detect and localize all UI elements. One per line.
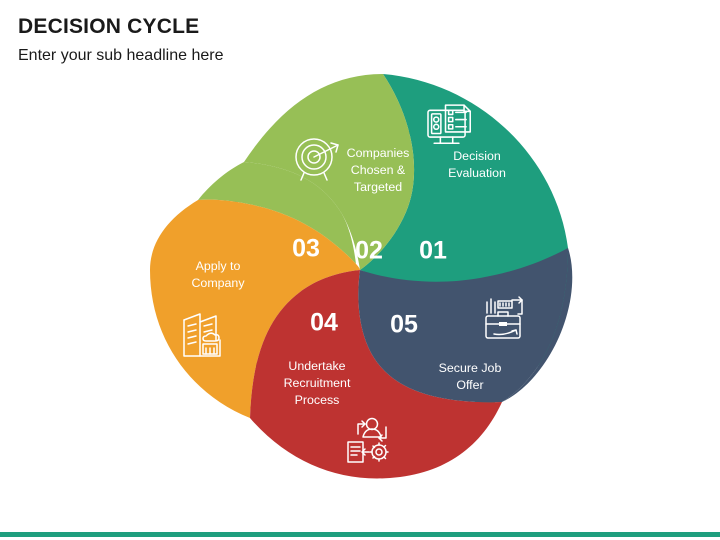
segment-04-label-line2: Recruitment bbox=[284, 376, 351, 390]
segment-05[interactable]: Secure Job Offer 05 bbox=[358, 248, 573, 403]
segment-03-shape[interactable] bbox=[150, 199, 360, 418]
segment-02-number: 02 bbox=[355, 237, 383, 265]
segment-05-label-line1: Secure Job bbox=[439, 361, 502, 375]
segment-02-shape[interactable] bbox=[244, 74, 415, 270]
segment-02[interactable]: Companies Chosen & Targeted 02 bbox=[198, 74, 415, 270]
segment-04-number: 04 bbox=[310, 309, 338, 337]
cycle-svg: Decision Evaluation 01 Companies Chosen … bbox=[150, 74, 573, 479]
segment-05-number: 05 bbox=[390, 311, 418, 339]
segment-04-label-line1: Undertake bbox=[288, 359, 345, 373]
segment-05-shape-tail[interactable] bbox=[502, 248, 573, 402]
segment-04[interactable]: Undertake Recruitment Process 04 bbox=[250, 270, 502, 479]
segment-02-label-line1: Companies bbox=[347, 146, 410, 160]
segment-04-shape[interactable] bbox=[250, 270, 502, 479]
slide-header: DECISION CYCLE Enter your sub headline h… bbox=[18, 14, 578, 65]
segment-03-number: 03 bbox=[292, 235, 320, 263]
segment-02-label-line2: Chosen & bbox=[351, 163, 406, 177]
page-subtitle: Enter your sub headline here bbox=[18, 47, 224, 65]
page-title: DECISION CYCLE bbox=[18, 15, 200, 38]
segment-04-label-line3: Process bbox=[295, 393, 340, 407]
office-building-icon bbox=[183, 313, 221, 357]
segment-01-label-line1: Decision bbox=[453, 149, 501, 163]
segment-02-shape-tail[interactable] bbox=[198, 162, 356, 264]
segment-01-label-line2: Evaluation bbox=[448, 166, 506, 180]
segment-01-number: 01 bbox=[419, 237, 447, 265]
segment-05-label-line2: Offer bbox=[456, 378, 483, 392]
monitor-checklist-icon bbox=[427, 104, 472, 145]
decision-cycle-diagram: Decision Evaluation 01 Companies Chosen … bbox=[128, 52, 592, 500]
briefcase-arrow-icon bbox=[485, 296, 523, 339]
segment-02-label-line3: Targeted bbox=[354, 180, 402, 194]
segment-03-label-line1: Apply to bbox=[196, 259, 241, 273]
target-dartboard-icon bbox=[295, 138, 339, 181]
segment-03-label-line2: Company bbox=[191, 276, 245, 290]
footer-accent-bar bbox=[0, 532, 720, 537]
segment-03[interactable]: Apply to Company 03 bbox=[150, 199, 360, 418]
segment-05-shape[interactable] bbox=[358, 248, 568, 403]
recruitment-gear-icon bbox=[347, 417, 389, 463]
